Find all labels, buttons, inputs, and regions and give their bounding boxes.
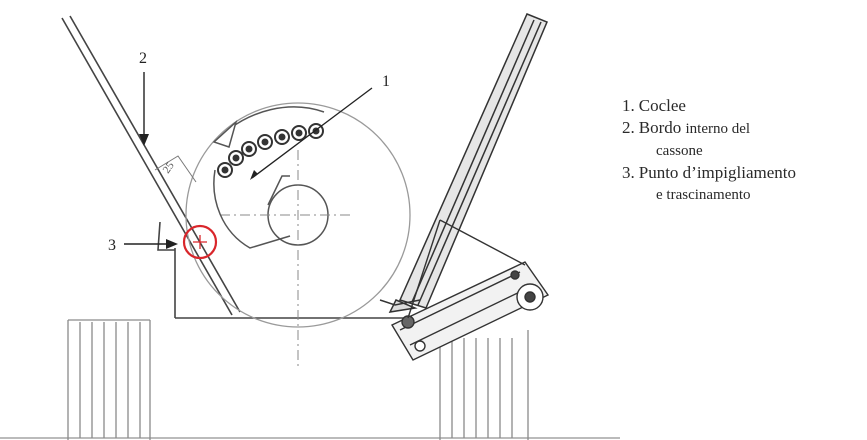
svg-text:2: 2 [139, 50, 147, 67]
drum [185, 102, 411, 370]
legend: 1.Coclee 2.Bordo interno del cassone 3.P… [622, 95, 796, 206]
tilting-arm [379, 13, 548, 313]
svg-text:3: 3 [108, 237, 116, 254]
container-wall [61, 15, 420, 319]
entanglement-point-marker [182, 224, 218, 260]
callout-2: 2 [139, 50, 149, 146]
callout-3: 3 [108, 237, 178, 254]
svg-text:25: 25 [161, 159, 177, 175]
legend-item: 1.Coclee [622, 96, 686, 115]
dimension-mark: 25 [154, 155, 197, 183]
right-wheel [439, 330, 529, 440]
auger-group [217, 123, 324, 178]
svg-text:1: 1 [382, 73, 390, 90]
callout-1: 1 [250, 73, 390, 180]
legend-item: 3.Punto d’impigliamento e trascinamento [622, 163, 796, 203]
lower-linkage [391, 219, 550, 361]
legend-item: 2.Bordo interno del cassone [622, 118, 751, 159]
rotation-arrow [212, 106, 325, 148]
left-wheel [67, 319, 151, 440]
